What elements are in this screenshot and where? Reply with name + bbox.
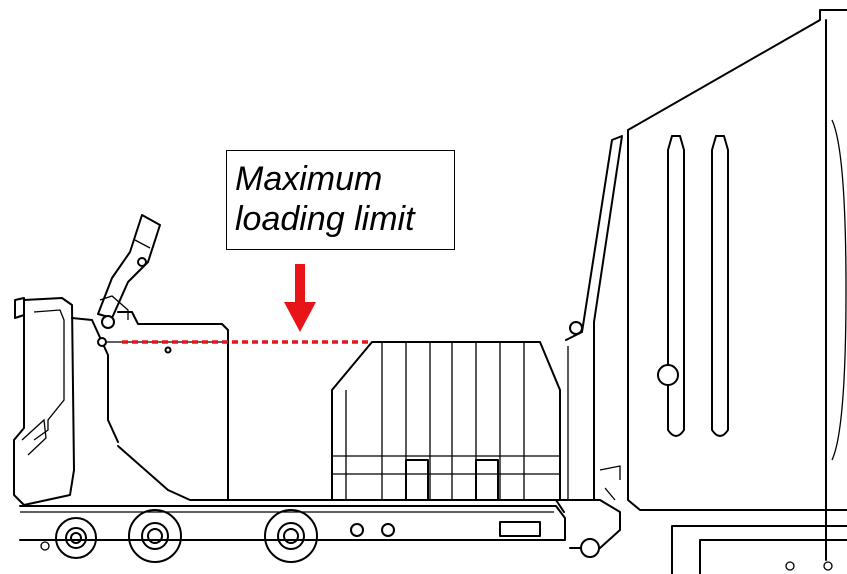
- arrow-down-icon: [284, 264, 316, 332]
- front-cover: [13, 295, 129, 506]
- feed-roller-1: [128, 509, 182, 563]
- front-roller: [40, 517, 97, 559]
- paper-tray: [19, 311, 566, 563]
- callout-line-1: Maximum: [235, 160, 383, 198]
- rear-unit: [559, 9, 847, 574]
- callout-line-2: loading limit: [235, 200, 415, 238]
- lever-handle: [97, 214, 161, 347]
- feed-roller-2: [264, 509, 318, 563]
- loading-limit-callout: Maximum loading limit: [226, 150, 455, 250]
- paper-guide: [331, 341, 561, 501]
